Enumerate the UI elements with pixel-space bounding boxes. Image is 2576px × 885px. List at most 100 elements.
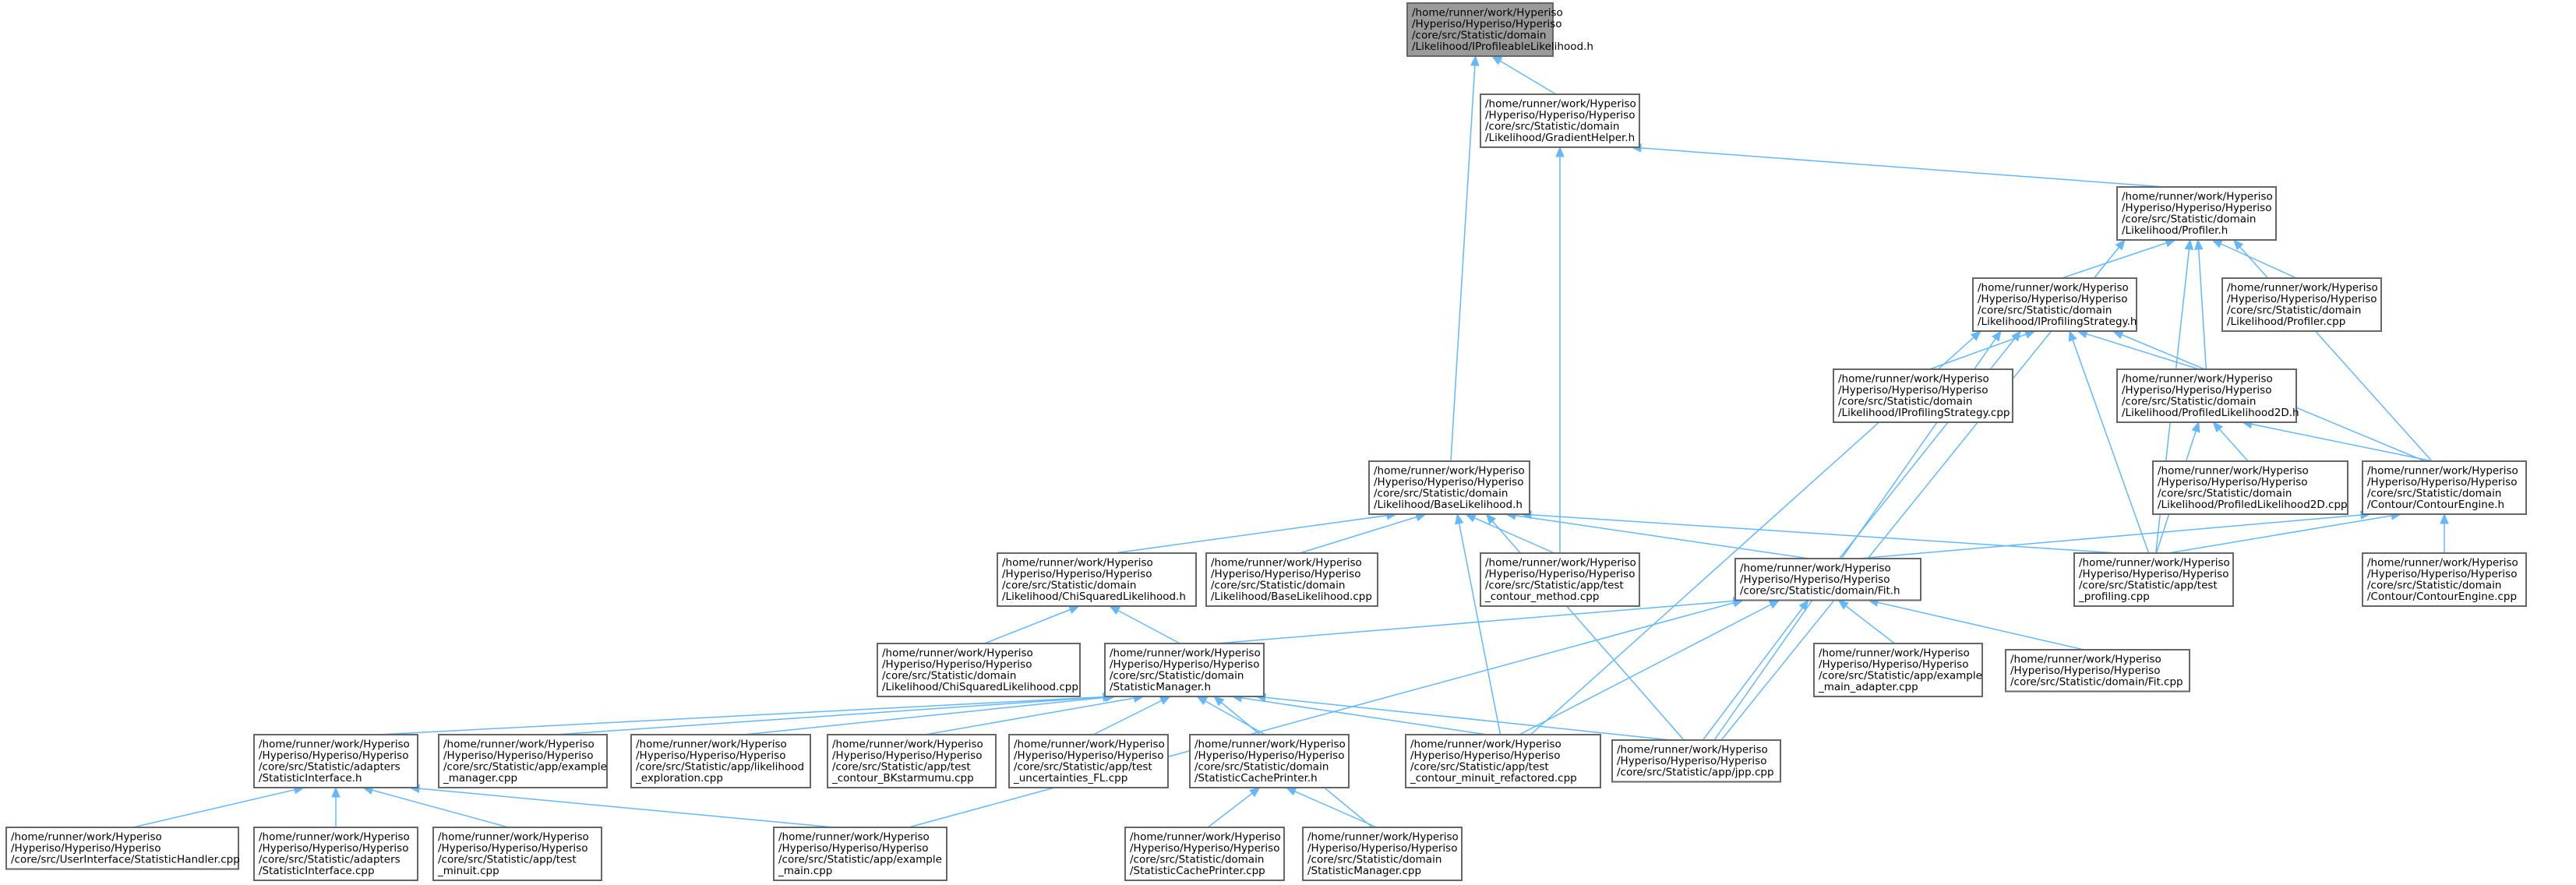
node-label-line: _main_adapter.cpp (1818, 681, 1918, 693)
node-profiled-likelihood2d-cpp[interactable]: /home/runner/work/Hyperiso/Hyperiso/Hype… (2152, 460, 2348, 515)
node-label-line: /home/runner/work/Hyperiso (1307, 831, 1459, 844)
node-gradient-helper-h[interactable]: /home/runner/work/Hyperiso/Hyperiso/Hype… (1480, 93, 1640, 148)
edge-profiler-h-to-iprofiling-strategy-h (2061, 239, 2175, 279)
node-label-line: /Likelihood/BaseLikelihood.h (1374, 499, 1523, 511)
node-label-line: /Likelihood/Profiler.h (2122, 224, 2228, 237)
edge-contour-engine-h-to-test-profiling-cpp (2168, 513, 2401, 554)
node-label-line: /core/src/Statistic/app/example (778, 854, 942, 866)
edge-statistic-manager-h-to-statistic-interface-h (378, 696, 1113, 735)
node-statistic-interface-cpp[interactable]: /home/runner/work/Hyperiso/Hyperiso/Hype… (253, 827, 418, 881)
node-label-line: /StatisticManager.h (1110, 681, 1211, 693)
edge-fit-h-to-fit-cpp (1868, 599, 2084, 651)
node-label-line: /Hyperiso/Hyperiso/Hyperiso (1740, 573, 1890, 586)
node-test-minuit-cpp[interactable]: /home/runner/work/Hyperiso/Hyperiso/Hype… (432, 827, 602, 881)
node-box (1972, 277, 2137, 332)
node-label-line: /Hyperiso/Hyperiso/Hyperiso (1410, 749, 1560, 762)
node-likelihood-exploration-cpp[interactable]: /home/runner/work/Hyperiso/Hyperiso/Hype… (630, 734, 811, 788)
edge-statistic-manager-h-to-test-contour-minuit-refactored-cpp (1232, 696, 1487, 735)
node-label-line: /core/src/Statistic/domain/Fit.h (1740, 585, 1900, 598)
node-label-line: /Hyperiso/Hyperiso/Hyperiso (832, 749, 982, 762)
node-label-line: /home/runner/work/Hyperiso (1485, 98, 1636, 111)
edge-profiler-h-to-profiler-cpp (2211, 239, 2297, 279)
node-label-line: /core/src/Statistic/app/test (832, 761, 971, 774)
node-label-line: /core/src/Statistic/app/test (438, 854, 577, 866)
node-label-line: /home/runner/work/Hyperiso (2227, 282, 2378, 294)
arrowhead (331, 786, 341, 798)
arrowhead (2212, 421, 2224, 433)
node-box (2116, 368, 2297, 423)
node-example-main-cpp[interactable]: /home/runner/work/Hyperiso/Hyperiso/Hype… (773, 827, 947, 881)
node-label-line: /home/runner/work/Hyperiso (1110, 647, 1261, 660)
node-chi-squared-likelihood-h[interactable]: /home/runner/work/Hyperiso/Hyperiso/Hype… (997, 552, 1197, 607)
node-statistic-manager-h[interactable]: /home/runner/work/Hyperiso/Hyperiso/Hype… (1104, 643, 1265, 697)
node-base-likelihood-cpp[interactable]: /home/runner/work/Hyperiso/Hyperiso/Hype… (1205, 552, 1378, 607)
edge-contour-engine-h-to-fit-h (1858, 513, 2371, 559)
node-iprofiling-strategy-cpp[interactable]: /home/runner/work/Hyperiso/Hyperiso/Hype… (1833, 368, 2013, 423)
node-label-line: /Likelihood/ChiSquaredLikelihood.cpp (882, 681, 1078, 693)
node-profiler-h[interactable]: /home/runner/work/Hyperiso/Hyperiso/Hype… (2116, 186, 2277, 241)
node-fit-cpp[interactable]: /home/runner/work/Hyperiso/Hyperiso/Hype… (2005, 649, 2190, 693)
node-contour-engine-h[interactable]: /home/runner/work/Hyperiso/Hyperiso/Hype… (2362, 460, 2527, 515)
edge-statistic-manager-h-to-test-contour-bkstarmumu-cpp (925, 696, 1144, 735)
edge-statistic-cache-printer-h-to-statistic-cache-printer-cpp (1207, 787, 1261, 828)
node-box (997, 552, 1197, 607)
node-statistic-cache-printer-h[interactable]: /home/runner/work/Hyperiso/Hyperiso/Hype… (1189, 734, 1350, 788)
node-iprofiling-strategy-h[interactable]: /home/runner/work/Hyperiso/Hyperiso/Hype… (1972, 277, 2137, 332)
node-label-line: /Hyperiso/Hyperiso/Hyperiso (1617, 755, 1766, 767)
node-label-line: /Contour/ContourEngine.cpp (2367, 591, 2517, 603)
node-contour-engine-cpp[interactable]: /home/runner/work/Hyperiso/Hyperiso/Hype… (2362, 552, 2527, 607)
node-label-line: /home/runner/work/Hyperiso (2079, 557, 2230, 569)
node-label-line: /core/src/Statistic/domain (1485, 121, 1619, 133)
arrowhead (1470, 55, 1480, 66)
node-statistic-interface-h[interactable]: /home/runner/work/Hyperiso/Hyperiso/Hype… (253, 734, 418, 788)
node-label-line: /Likelihood/IProfilingStrategy.h (1978, 316, 2137, 328)
node-layer: /home/runner/work/Hyperiso/Hyperiso/Hype… (5, 2, 2527, 881)
edge-statistic-interface-h-to-test-minuit-cpp (362, 787, 509, 828)
node-statistic-handler-cpp[interactable]: /home/runner/work/Hyperiso/Hyperiso/Hype… (5, 827, 240, 870)
node-profiled-likelihood2d-h[interactable]: /home/runner/work/Hyperiso/Hyperiso/Hype… (2116, 368, 2299, 423)
node-label-line: /home/runner/work/Hyperiso (2367, 465, 2518, 478)
node-test-contour-minuit-refactored-cpp[interactable]: /home/runner/work/Hyperiso/Hyperiso/Hype… (1405, 734, 1601, 788)
node-box (1480, 93, 1640, 148)
node-box (1205, 552, 1378, 607)
arrowhead (1196, 696, 1209, 706)
node-example-manager-cpp[interactable]: /home/runner/work/Hyperiso/Hyperiso/Hype… (438, 734, 608, 788)
node-label-line: /Hyperiso/Hyperiso/Hyperiso (259, 749, 408, 762)
node-box (827, 734, 997, 788)
node-label-line: /Hyperiso/Hyperiso/Hyperiso (1194, 749, 1344, 762)
node-label-line: /Hyperiso/Hyperiso/Hyperiso (1211, 568, 1360, 580)
edge-root-to-gradient-helper-h (1491, 55, 1557, 95)
node-test-contour-bkstarmumu-cpp[interactable]: /home/runner/work/Hyperiso/Hyperiso/Hype… (827, 734, 997, 788)
node-label-line: /Likelihood/BaseLikelihood.cpp (1211, 591, 1372, 603)
node-test-contour-method-cpp[interactable]: /home/runner/work/Hyperiso/Hyperiso/Hype… (1480, 552, 1640, 607)
node-box (1611, 739, 1781, 783)
arrowhead (1213, 696, 1225, 707)
node-statistic-cache-printer-cpp[interactable]: /home/runner/work/Hyperiso/Hyperiso/Hype… (1124, 827, 1285, 881)
edge-statistic-manager-h-to-likelihood-exploration-cpp (743, 696, 1115, 735)
node-fit-h[interactable]: /home/runner/work/Hyperiso/Hyperiso/Hype… (1734, 558, 1921, 601)
node-box (1189, 734, 1350, 788)
node-label-line: /core/src/Statistic/domain (1412, 30, 1546, 42)
node-label-line: /StatisticCachePrinter.h (1194, 772, 1318, 785)
node-example-main-adapter-cpp[interactable]: /home/runner/work/Hyperiso/Hyperiso/Hype… (1813, 643, 1983, 697)
edge-root-to-base-likelihood-h (1450, 55, 1477, 462)
edge-base-likelihood-h-to-base-likelihood-cpp (1299, 513, 1426, 554)
node-jpp-cpp[interactable]: /home/runner/work/Hyperiso/Hyperiso/Hype… (1611, 739, 1781, 783)
node-test-profiling-cpp[interactable]: /home/runner/work/Hyperiso/Hyperiso/Hype… (2073, 552, 2234, 607)
node-statistic-manager-cpp[interactable]: /home/runner/work/Hyperiso/Hyperiso/Hype… (1302, 827, 1463, 881)
node-box (438, 734, 608, 788)
node-label-line: /core/src/Statistic/app/test (1410, 761, 1549, 774)
node-label-line: /Hyperiso/Hyperiso/Hyperiso (1130, 842, 1279, 855)
node-label-line: /home/runner/work/Hyperiso (259, 739, 410, 751)
edge-iprofiling-strategy-h-to-fit-h (1838, 330, 2021, 559)
node-base-likelihood-h[interactable]: /home/runner/work/Hyperiso/Hyperiso/Hype… (1368, 460, 1530, 515)
node-test-uncertainties-fl-cpp[interactable]: /home/runner/work/Hyperiso/Hyperiso/Hype… (1008, 734, 1169, 788)
node-label-line: /home/runner/work/Hyperiso (1485, 557, 1636, 569)
node-profiler-cpp[interactable]: /home/runner/work/Hyperiso/Hyperiso/Hype… (2221, 277, 2382, 332)
node-label-line: /core/src/Statistic/app/example (1819, 670, 1982, 682)
node-chi-squared-likelihood-cpp[interactable]: /home/runner/work/Hyperiso/Hyperiso/Hype… (877, 643, 1081, 697)
arrowhead (1285, 787, 1297, 796)
node-label-line: /home/runner/work/Hyperiso (438, 831, 589, 844)
edge-base-likelihood-h-to-chi-squared-likelihood-h (1114, 513, 1397, 554)
node-root[interactable]: /home/runner/work/Hyperiso/Hyperiso/Hype… (1406, 2, 1593, 57)
